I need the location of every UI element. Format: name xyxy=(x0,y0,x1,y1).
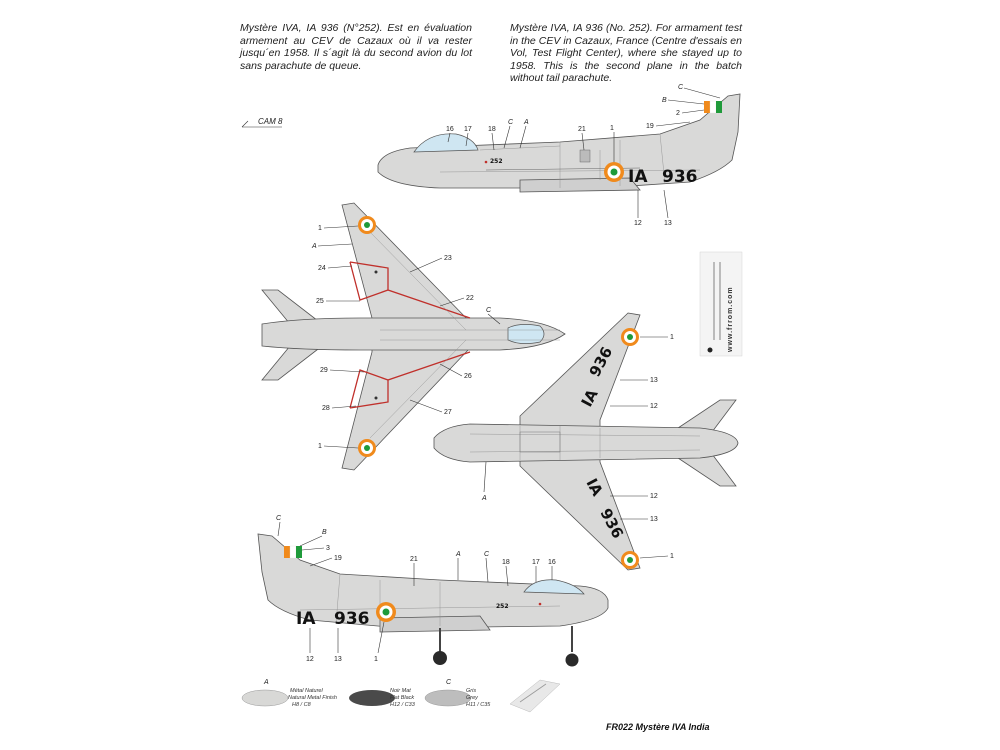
callout-label: 13 xyxy=(664,220,672,227)
legend-text: Métal Naturel xyxy=(290,688,323,694)
nose-wheel xyxy=(565,653,579,667)
legend-item-a: A Métal Naturel Natural Metal Finish H8 … xyxy=(241,679,337,708)
callout-label: B xyxy=(322,529,327,536)
bottom-nose-number: 252 xyxy=(496,603,509,610)
legend-text: Natural Metal Finish xyxy=(288,695,337,701)
cam-label: CAM 8 xyxy=(241,117,283,128)
callout-label: 21 xyxy=(410,556,418,563)
upper-roundel-left xyxy=(358,216,376,234)
top-serial-num: 936 xyxy=(662,167,698,187)
callout-label: 17 xyxy=(464,126,472,133)
legend-text: Grey xyxy=(466,695,479,701)
callout-label: 13 xyxy=(650,516,658,523)
lower-roundel-bottom xyxy=(621,551,639,569)
callout-label: 1 xyxy=(610,125,614,132)
callout-label: 3 xyxy=(326,545,330,552)
legend-text: H8 / C8 xyxy=(292,702,312,708)
callout-label: B xyxy=(662,97,667,104)
callout-label: C xyxy=(484,551,490,558)
callout-label: 12 xyxy=(650,493,658,500)
description-english: Mystère IVA, IA 936 (No. 252). For armam… xyxy=(510,22,742,84)
callout-label: 18 xyxy=(502,559,510,566)
upper-roundel-right xyxy=(358,439,376,457)
callout-label: 19 xyxy=(646,123,654,130)
callout-label: A xyxy=(311,243,317,250)
description-french: Mystère IVA, IA 936 (N°252). Est en éval… xyxy=(240,22,472,72)
bottom-serial-ia: IA xyxy=(296,609,316,629)
main-wheel xyxy=(433,651,447,665)
lower-plan-view: IA 936 IA 936 1 13 12 12 13 1 A xyxy=(433,312,739,571)
callout-label: 2 xyxy=(676,110,680,117)
callout-label: 21 xyxy=(578,126,586,133)
top-fin-flag xyxy=(704,101,710,113)
callout-label: 28 xyxy=(322,405,330,412)
callout-label: 1 xyxy=(374,656,378,663)
bottom-side-roundel xyxy=(376,602,396,622)
brand-stamp xyxy=(509,679,561,713)
callout-label: 13 xyxy=(334,656,342,663)
callout-label: 24 xyxy=(318,265,326,272)
side-banner: www.frrom.com xyxy=(699,251,743,357)
callout-label: 12 xyxy=(650,403,658,410)
callout-label: 16 xyxy=(446,126,454,133)
callout-label: C xyxy=(508,119,514,126)
legend-item-c: C Gris Grey H11 / C35 xyxy=(424,679,491,708)
callout-label: 17 xyxy=(532,559,540,566)
callout-label: A xyxy=(263,679,269,686)
callout-label: 23 xyxy=(444,255,452,262)
bottom-side-profile: IA 936 252 C B 3 19 21 A C 18 17 16 12 1… xyxy=(257,515,609,667)
callout-label: 18 xyxy=(488,126,496,133)
callout-label: 1 xyxy=(670,553,674,560)
callout-label: C xyxy=(486,307,492,314)
bottom-canopy xyxy=(523,579,585,595)
callout-label: 1 xyxy=(670,334,674,341)
upper-canopy xyxy=(507,324,545,344)
callout-label: C xyxy=(678,84,684,91)
callout-label: 29 xyxy=(320,367,328,374)
color-legend: A Métal Naturel Natural Metal Finish H8 … xyxy=(241,679,491,708)
callout-label: C xyxy=(276,515,282,522)
callout-label: A xyxy=(481,495,487,502)
legend-text: H12 / C33 xyxy=(390,702,416,708)
callout-label: 1 xyxy=(318,225,322,232)
top-side-roundel xyxy=(604,162,624,182)
legend-text: Noir Mat xyxy=(390,688,411,694)
callout-label: 26 xyxy=(464,373,472,380)
legend-text: Flat Black xyxy=(390,695,414,701)
callout-label: A xyxy=(455,551,461,558)
lower-serial-ia-bottom: IA xyxy=(582,475,606,499)
top-serial-ia: IA xyxy=(628,167,648,187)
svg-text:www.frrom.com: www.frrom.com xyxy=(727,286,734,353)
upper-plan-view: 1 A 24 25 23 22 C 29 26 28 27 1 xyxy=(261,202,566,471)
callout-label: C xyxy=(446,679,452,686)
callout-label: 1 xyxy=(318,443,322,450)
top-canopy xyxy=(413,133,479,153)
callout-label: 25 xyxy=(316,298,324,305)
callout-label: 13 xyxy=(650,377,658,384)
callout-label: A xyxy=(523,119,529,126)
top-nose-number: 252 xyxy=(490,158,503,165)
callout-label: 12 xyxy=(306,656,314,663)
lower-roundel-top xyxy=(621,328,639,346)
legend-text: Gris xyxy=(466,688,476,694)
callout-label: 12 xyxy=(634,220,642,227)
legend-item-b: B Noir Mat Flat Black H12 / C33 xyxy=(349,688,416,708)
callout-label: 27 xyxy=(444,409,452,416)
footer-title: FR022 Mystère IVA India xyxy=(606,722,710,732)
top-side-profile: IA 936 252 16 17 18 C A 21 1 C B 2 19 12… xyxy=(377,84,741,227)
lower-serial-ia-top: IA xyxy=(578,386,602,410)
callout-label: CAM 8 xyxy=(258,117,283,126)
callout-label: 19 xyxy=(334,555,342,562)
legend-text: H11 / C35 xyxy=(466,702,491,708)
callout-label: 22 xyxy=(466,295,474,302)
callout-label: 16 xyxy=(548,559,556,566)
bottom-serial-num: 936 xyxy=(334,609,370,629)
